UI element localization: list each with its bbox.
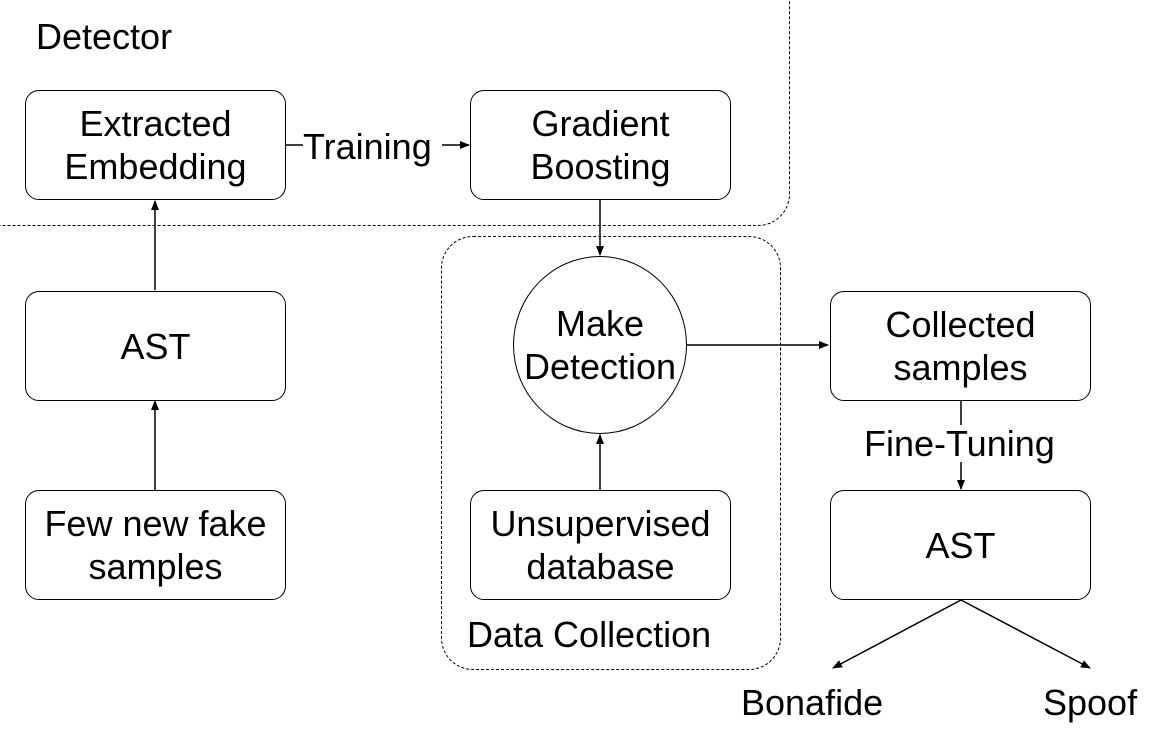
detector-group-title: Detector bbox=[36, 16, 173, 57]
ast-node-right: AST bbox=[830, 490, 1091, 600]
arrow-ast-to-bonafide bbox=[832, 599, 962, 669]
few-new-fake-samples-node: Few new fake samples bbox=[25, 490, 286, 600]
detector-group bbox=[0, 0, 790, 226]
arrow-ast-to-spoof bbox=[960, 599, 1091, 669]
fine-tuning-edge-label: Fine-Tuning bbox=[864, 423, 1055, 464]
unsupervised-database-node: Unsupervised database bbox=[470, 490, 731, 600]
training-edge-label: Training bbox=[303, 126, 432, 167]
bonafide-output-label: Bonafide bbox=[741, 682, 884, 723]
gradient-boosting-node: Gradient Boosting bbox=[470, 90, 731, 200]
data-collection-group-title: Data Collection bbox=[467, 614, 712, 655]
data-collection-group bbox=[441, 236, 781, 670]
spoof-output-label: Spoof bbox=[1043, 682, 1138, 723]
extracted-embedding-node: Extracted Embedding bbox=[25, 90, 286, 200]
collected-samples-node: Collected samples bbox=[830, 291, 1091, 401]
ast-node-left: AST bbox=[25, 291, 286, 401]
make-detection-node: Make Detection bbox=[513, 256, 687, 434]
